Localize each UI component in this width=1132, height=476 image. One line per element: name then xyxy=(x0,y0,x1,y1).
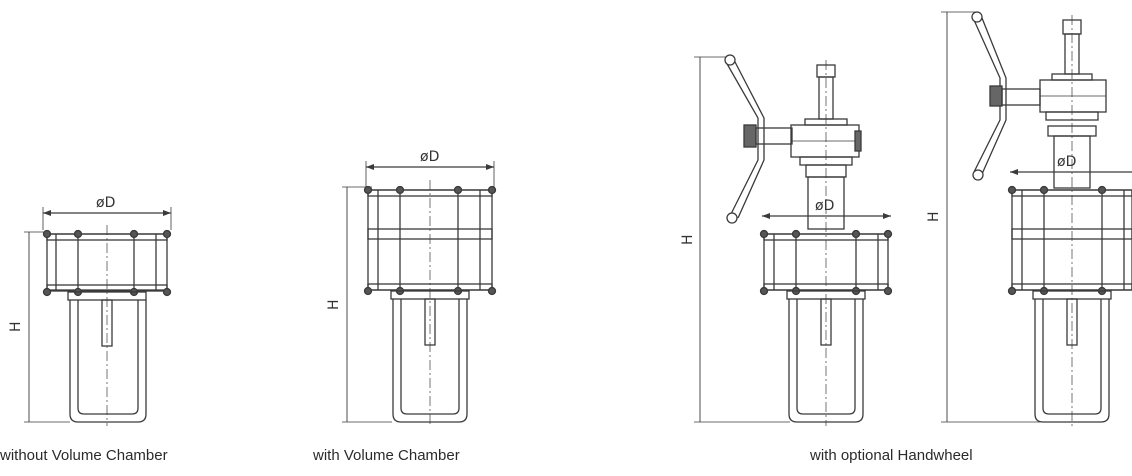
caption-with-optional-handwheel: with optional Handwheel xyxy=(810,447,973,464)
diameter-dimension-3: øD xyxy=(762,198,891,219)
height-dimension: H xyxy=(8,231,70,423)
height-dimension-2: H xyxy=(326,186,392,423)
height-dimension-4: H xyxy=(926,11,1040,423)
handwheel-icon-2 xyxy=(971,11,1041,181)
actuator-without-volume-chamber: øD H xyxy=(8,195,172,426)
diameter-dimension-2: øD xyxy=(365,149,495,188)
diameter-label-3: øD xyxy=(815,198,834,214)
actuator-with-volume-chamber: øD H xyxy=(326,149,497,426)
diameter-label-4: øD xyxy=(1057,154,1076,170)
caption-with-volume-chamber: with Volume Chamber xyxy=(313,447,460,464)
caption-without-volume-chamber: without Volume Chamber xyxy=(0,447,168,464)
height-dimension-3: H xyxy=(680,56,790,423)
diameter-dimension-4: øD xyxy=(1010,154,1132,175)
diameter-label-2: øD xyxy=(420,149,439,165)
actuator-with-handwheel-tall: H øD xyxy=(926,11,1132,426)
height-label-2: H xyxy=(326,299,342,310)
diameter-label: øD xyxy=(96,195,115,211)
actuator-with-handwheel-short: H øD xyxy=(680,54,893,426)
diameter-dimension: øD xyxy=(42,195,172,230)
height-label-3: H xyxy=(680,234,696,245)
handwheel-icon xyxy=(724,54,793,224)
height-label-4: H xyxy=(926,211,942,222)
height-label: H xyxy=(8,321,24,332)
